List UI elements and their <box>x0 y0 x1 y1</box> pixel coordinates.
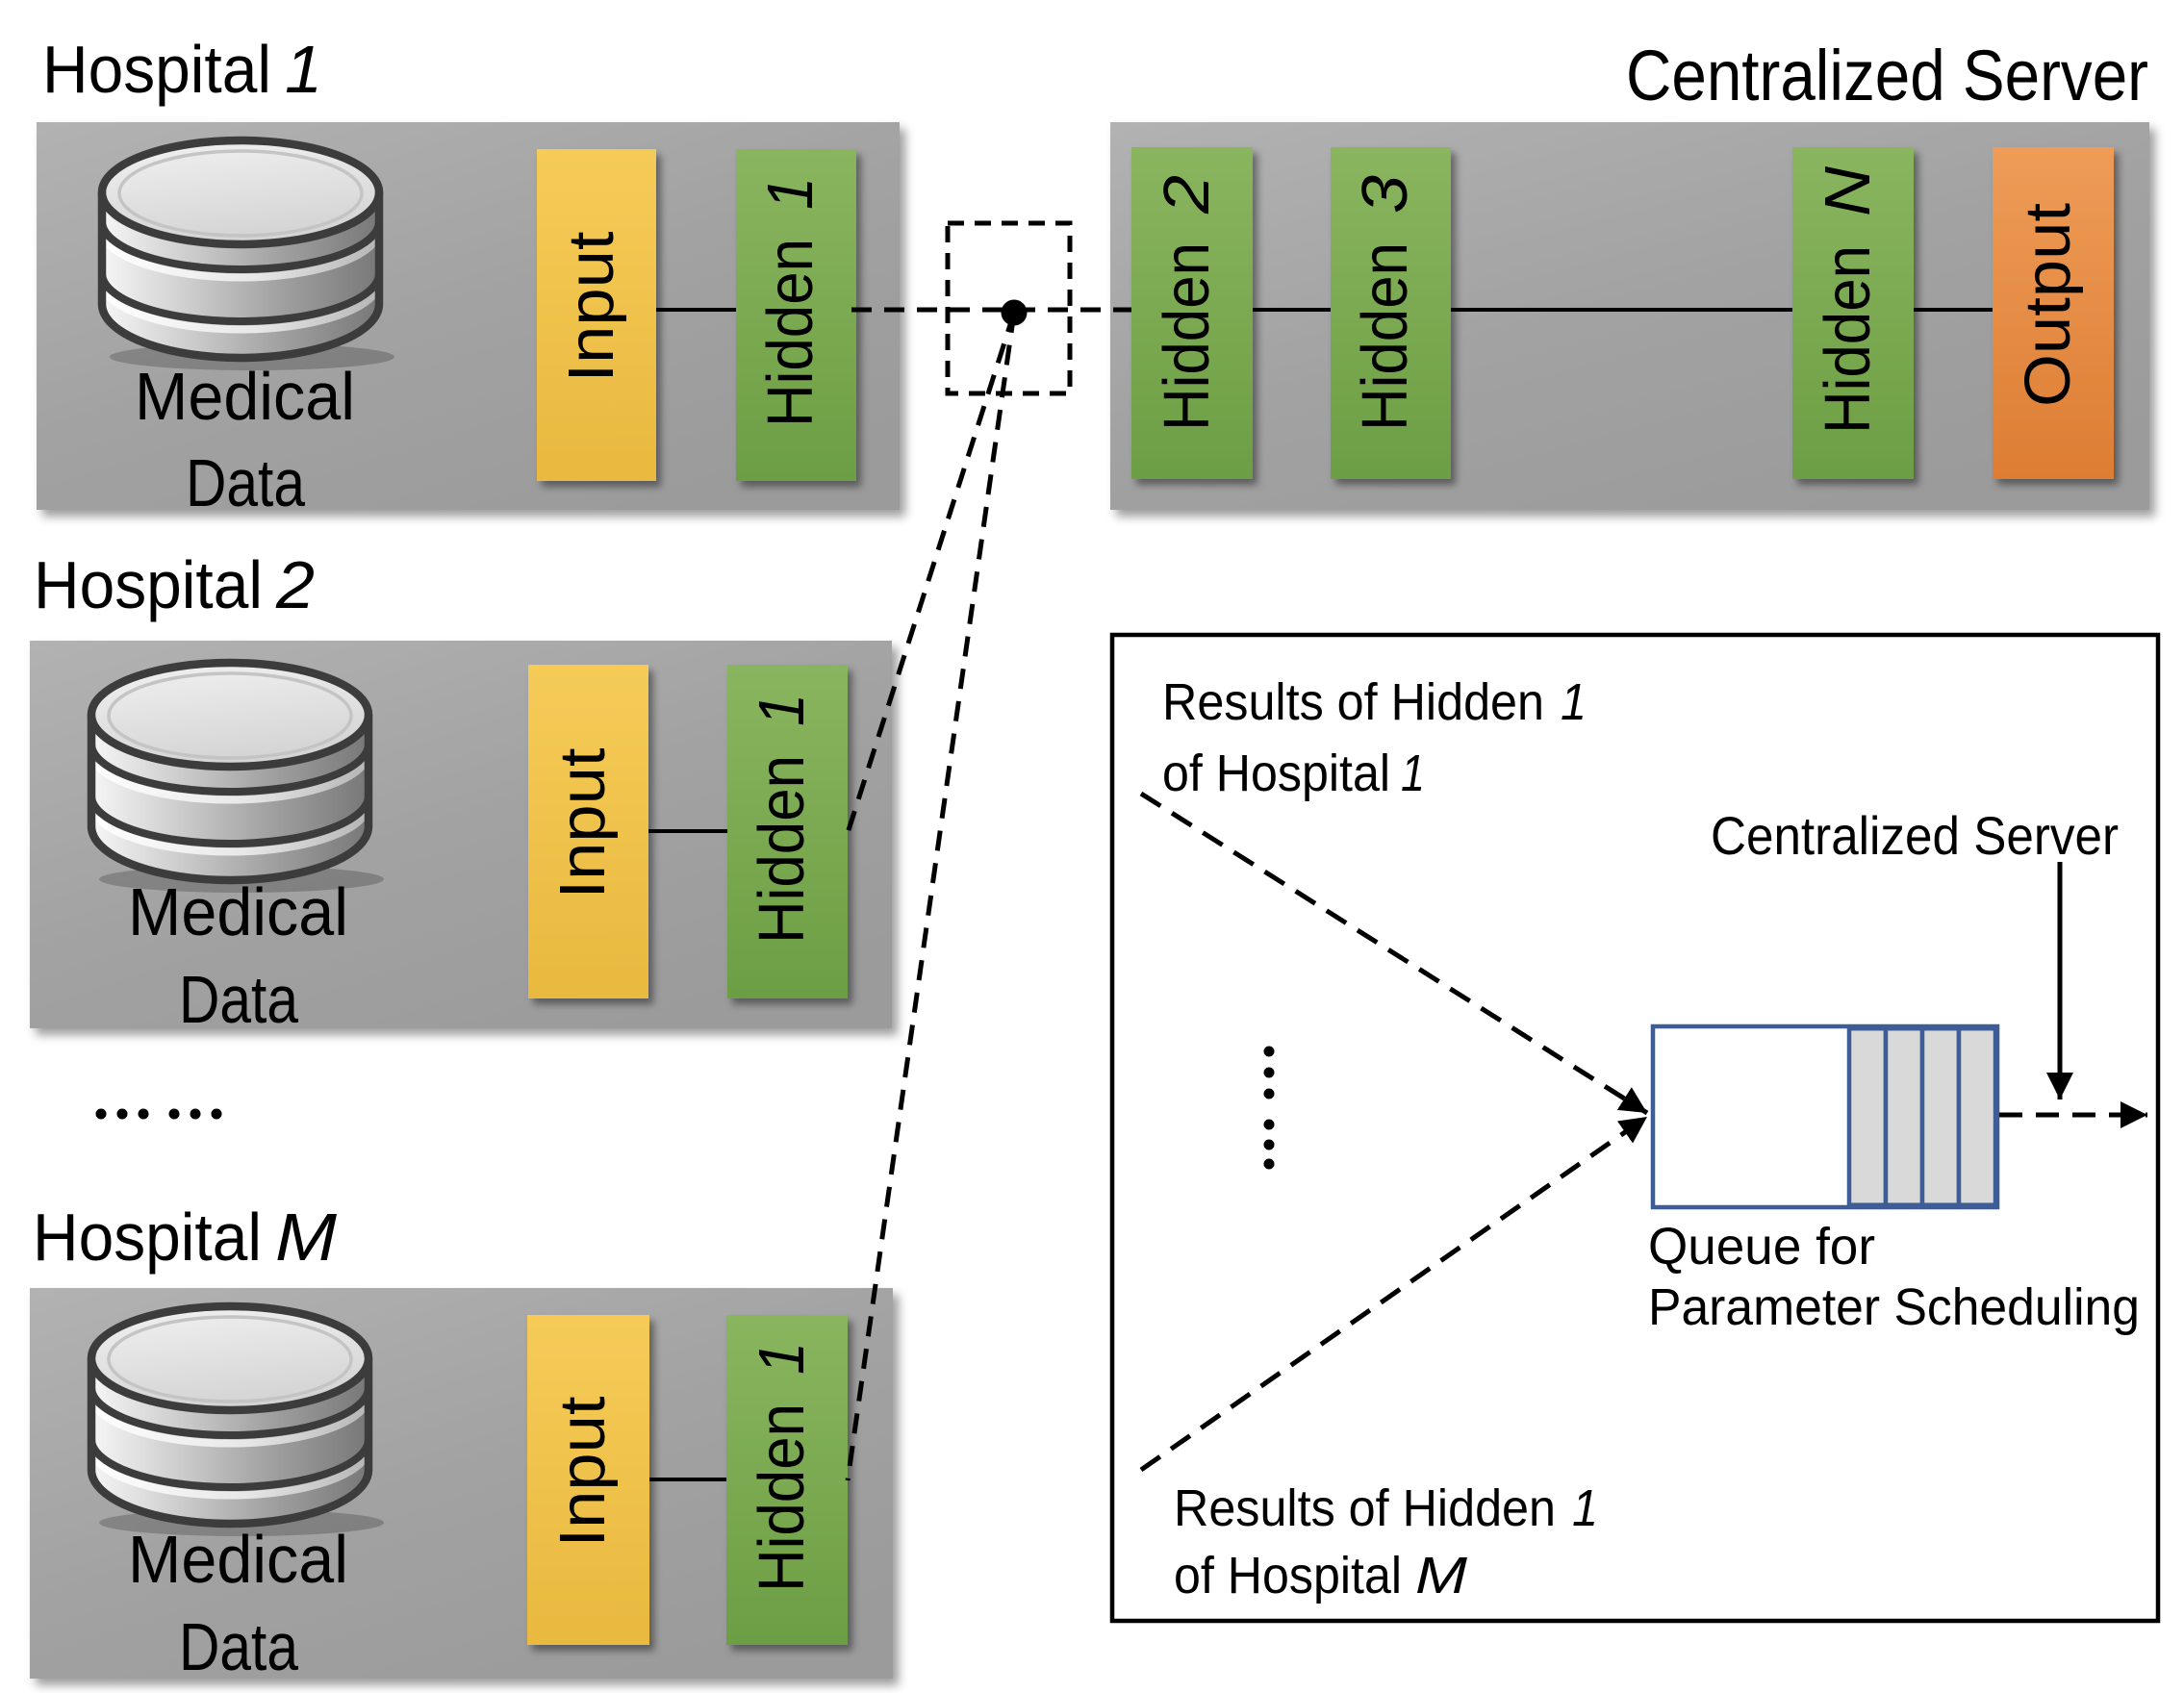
svg-text:1: 1 <box>754 177 826 210</box>
svg-text:1: 1 <box>1401 745 1425 802</box>
svg-text:1: 1 <box>1561 673 1587 731</box>
svg-text:Data: Data <box>186 445 305 520</box>
svg-text:Input: Input <box>555 231 627 382</box>
svg-text:Output: Output <box>2012 203 2084 407</box>
svg-text:Results of Hidden: Results of Hidden <box>1162 673 1544 731</box>
svg-text:Results of Hidden: Results of Hidden <box>1174 1479 1556 1537</box>
svg-text:Hidden: Hidden <box>754 239 826 427</box>
svg-text:Data: Data <box>179 962 298 1037</box>
svg-text:Input: Input <box>546 747 619 898</box>
svg-text:Data: Data <box>179 1609 298 1684</box>
svg-text:Hospital: Hospital <box>33 1200 262 1275</box>
svg-text:M: M <box>275 1200 338 1275</box>
svg-text:Centralized Server: Centralized Server <box>1711 805 2119 866</box>
svg-text:N: N <box>1812 165 1884 216</box>
svg-text:2: 2 <box>275 547 315 622</box>
svg-text:1: 1 <box>746 1342 818 1375</box>
svg-text:of Hospital: of Hospital <box>1162 745 1390 802</box>
svg-text:of Hospital: of Hospital <box>1174 1547 1402 1605</box>
svg-text:Centralized Server: Centralized Server <box>1626 36 2148 115</box>
svg-text:Hidden: Hidden <box>746 1403 818 1592</box>
svg-text:M: M <box>1415 1547 1467 1605</box>
svg-text:1: 1 <box>746 694 818 726</box>
svg-text:Input: Input <box>546 1396 619 1547</box>
svg-text:Hospital: Hospital <box>42 32 271 107</box>
svg-text:1: 1 <box>1572 1479 1598 1537</box>
svg-text:2: 2 <box>1151 175 1223 215</box>
svg-text:Hidden: Hidden <box>746 755 818 944</box>
svg-text:Queue for: Queue for <box>1648 1218 1875 1276</box>
svg-text:Medical: Medical <box>128 874 348 949</box>
svg-text:3: 3 <box>1349 175 1421 214</box>
svg-text:Hospital: Hospital <box>34 547 263 622</box>
svg-text:Hidden: Hidden <box>1349 242 1421 431</box>
svg-text:Parameter Scheduling: Parameter Scheduling <box>1648 1278 2140 1336</box>
svg-text:1: 1 <box>285 32 322 107</box>
svg-text:Hidden: Hidden <box>1151 242 1223 431</box>
svg-text:Medical: Medical <box>135 359 355 434</box>
svg-text:Hidden: Hidden <box>1812 245 1884 434</box>
svg-text:Medical: Medical <box>128 1522 348 1597</box>
